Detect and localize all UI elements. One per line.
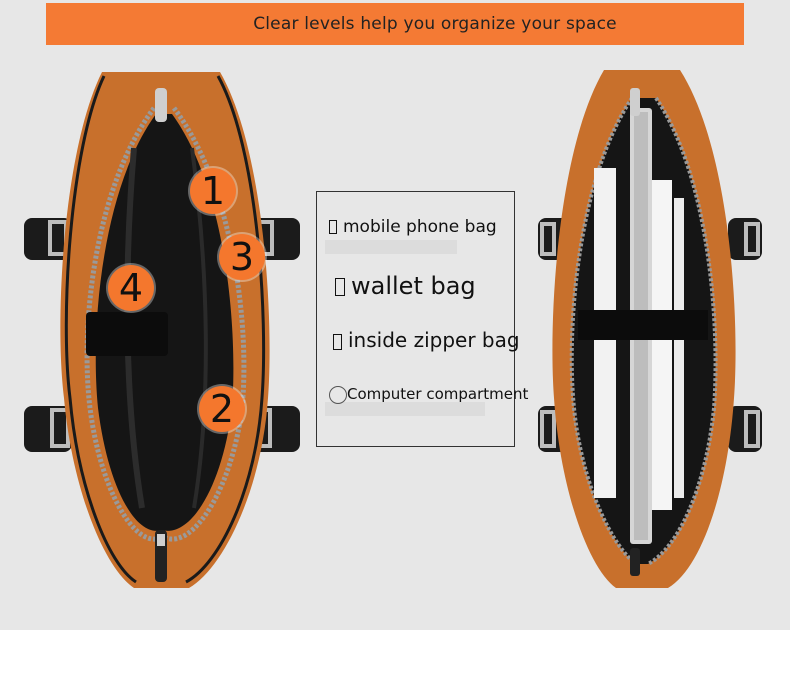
missing-glyph-icon: [333, 333, 342, 350]
compartment-legend: mobile phone bag wallet bag inside zippe…: [316, 191, 528, 447]
product-image: Clear levels help you organize your spac…: [0, 0, 790, 630]
banner-title: Clear levels help you organize your spac…: [253, 14, 617, 34]
open-bag-left-photo: [24, 68, 300, 590]
legend-shadow: [325, 402, 485, 416]
badge-4: 4: [108, 265, 154, 311]
missing-glyph-icon: [335, 278, 345, 296]
badge-2: 2: [199, 386, 245, 432]
legend-item-mobile-phone: mobile phone bag: [329, 217, 497, 237]
badge-3: 3: [219, 234, 265, 280]
badge-1: 1: [190, 168, 236, 214]
legend-item-computer: Computer compartment: [329, 385, 528, 404]
open-bag-right-photo: [538, 68, 762, 590]
legend-item-inside-zipper: inside zipper bag: [333, 328, 520, 352]
circle-four-icon: [329, 385, 347, 404]
missing-glyph-icon: [329, 220, 337, 234]
legend-shadow: [325, 240, 457, 254]
title-banner: Clear levels help you organize your spac…: [46, 3, 744, 45]
legend-item-wallet: wallet bag: [335, 272, 476, 300]
